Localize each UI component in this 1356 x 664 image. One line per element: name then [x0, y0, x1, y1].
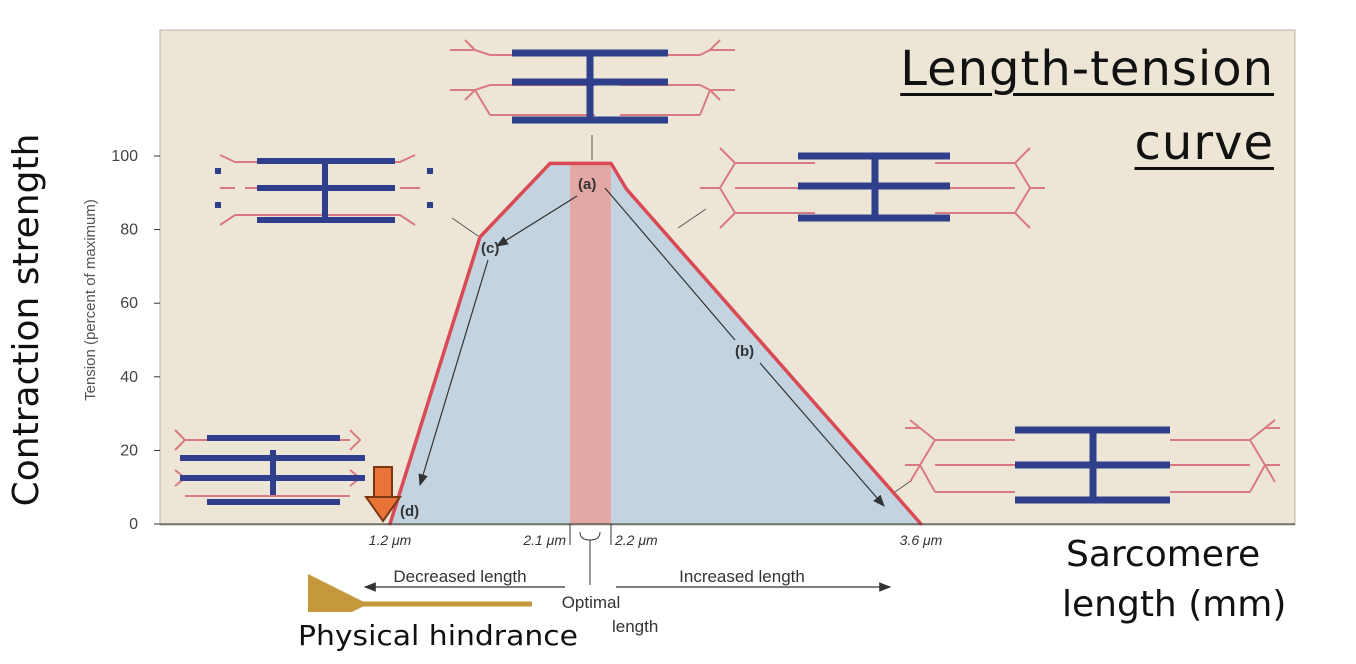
- annotation-d: (d): [400, 503, 419, 520]
- curve-point: [548, 161, 552, 165]
- arrow-b-to-end: [759, 362, 885, 507]
- leader-line-right: [677, 208, 707, 229]
- chart-title-line-1: Length-tension: [900, 41, 1274, 97]
- decreased-length-label: Decreased length: [393, 567, 526, 586]
- y-axis-label: Tension (percent of maximum): [82, 199, 99, 401]
- y-tick-label: 60: [120, 295, 138, 312]
- y-tick-label: 80: [120, 222, 138, 239]
- arrow-c-to-d: [418, 259, 489, 487]
- physical-hindrance-label: Physical hindrance: [298, 619, 578, 652]
- annotation-c: (c): [481, 240, 499, 257]
- sarcomere-diagram-overcompressed: [174, 429, 365, 505]
- y-tick-label: 20: [120, 442, 138, 459]
- leader-line-left: [451, 217, 479, 237]
- optimal-length-label-line2: length: [612, 617, 658, 636]
- optimal-length-label-line1: Optimal: [562, 593, 621, 612]
- chart-title: Length-tension curve: [754, 32, 1274, 180]
- annotation-b: (b): [735, 343, 754, 360]
- optimal-length-band: [570, 163, 611, 525]
- sarcomere-diagram-overstretched: [905, 419, 1280, 504]
- curve-point: [478, 235, 482, 239]
- annotation-a: (a): [578, 176, 596, 193]
- sarcomere-diagram-stretched: [700, 147, 1045, 229]
- chart-title-line-2: curve: [1134, 115, 1274, 171]
- y-tick-label: 100: [111, 148, 138, 165]
- outer-x-axis-label-line-1: Sarcomere: [1066, 534, 1261, 575]
- y-tick-label: 40: [120, 369, 138, 386]
- arrow-a-to-b: [604, 187, 736, 341]
- curve-point: [609, 161, 613, 165]
- down-arrow-icon: [364, 466, 402, 523]
- sarcomere-diagram-short: [215, 154, 433, 226]
- optimal-length-bracket: [579, 531, 601, 585]
- increased-length-label: Increased length: [679, 567, 805, 586]
- sarcomere-diagram-optimal: [450, 39, 735, 124]
- physical-hindrance-label-backdrop: [294, 612, 584, 652]
- tension-area: [390, 163, 921, 524]
- arrow-a-to-c: [495, 195, 578, 247]
- outer-x-axis-label: Sarcomere length (mm): [1062, 530, 1352, 630]
- x-tick-label: 2.1 μm: [522, 532, 566, 548]
- curve-point: [568, 161, 572, 165]
- outer-y-axis-label: Contraction strength: [6, 133, 47, 507]
- x-tick-label: 3.6 μm: [900, 532, 943, 548]
- curve-point: [625, 187, 628, 191]
- leader-line-bottom-right: [894, 479, 913, 493]
- x-tick-label: 2.2 μm: [614, 532, 658, 548]
- x-tick-label: 1.2 μm: [369, 532, 412, 548]
- outer-x-axis-label-line-2: length (mm): [1062, 584, 1287, 625]
- y-tick-label: 0: [129, 516, 138, 533]
